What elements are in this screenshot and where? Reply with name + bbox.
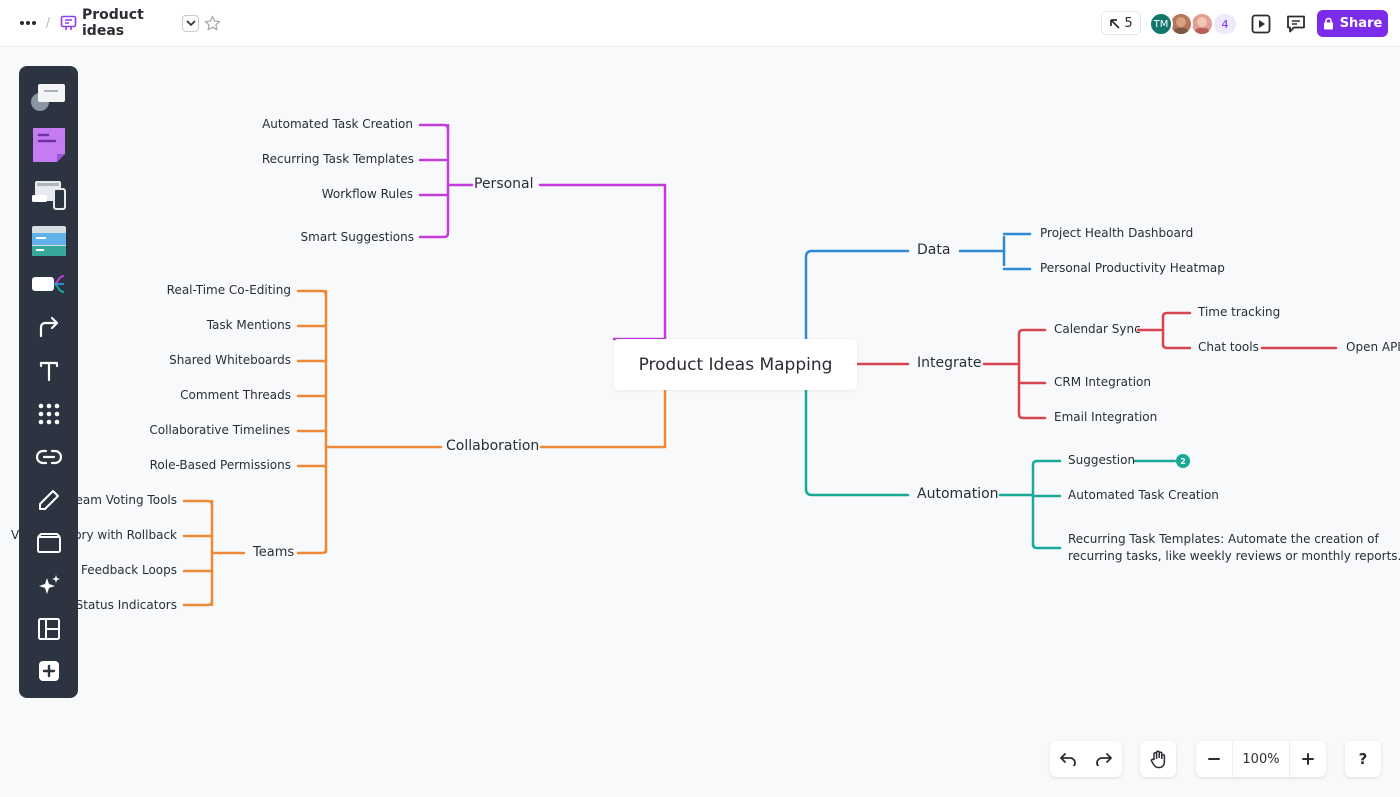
cursor-count-button[interactable]: 5: [1101, 11, 1141, 35]
add-icon[interactable]: [27, 652, 70, 690]
apps-grid-icon[interactable]: [27, 395, 70, 433]
shapes-tool-icon[interactable]: [27, 78, 70, 116]
node-personal-productivity-heatmap[interactable]: Personal Productivity Heatmap: [1040, 261, 1225, 275]
pen-icon[interactable]: [27, 481, 70, 519]
undo-redo-group: [1050, 741, 1122, 777]
page-title[interactable]: Product ideas: [82, 7, 144, 39]
node-status-indicators[interactable]: Status Indicators: [75, 598, 177, 612]
whiteboard-icon: [59, 14, 78, 32]
node-task-mentions[interactable]: Task Mentions: [206, 318, 291, 332]
undo-icon[interactable]: [1050, 741, 1086, 777]
node-workflow-rules[interactable]: Workflow Rules: [321, 187, 413, 201]
mind-map-connectors: [182, 123, 1338, 607]
node-version-history-with-rollback[interactable]: tory with Rollback: [69, 528, 178, 542]
redo-icon[interactable]: [1086, 741, 1122, 777]
zoom-in-icon[interactable]: [1290, 741, 1326, 777]
node-feedback-loops[interactable]: d Feedback Loops: [69, 563, 177, 577]
node-recurring-task-templates[interactable]: Recurring Task Templates: [261, 152, 414, 166]
star-icon[interactable]: [203, 14, 222, 33]
hand-icon: [1140, 741, 1176, 777]
share-button[interactable]: Share: [1317, 10, 1388, 37]
connector-arrow-icon[interactable]: [27, 308, 70, 346]
node-time-tracking[interactable]: Time tracking: [1198, 305, 1281, 319]
mockup-tool-icon[interactable]: [27, 176, 70, 214]
node-calendar-sync[interactable]: Calendar Sync: [1054, 322, 1141, 336]
node-data[interactable]: Data: [917, 242, 951, 258]
node-automation[interactable]: Automation: [917, 486, 999, 502]
node-chat-tools[interactable]: Chat tools: [1198, 340, 1259, 354]
node-collaboration[interactable]: Collaboration: [446, 438, 540, 454]
top-bar: / Product ideas 5 TM 4 Share: [0, 0, 1400, 47]
node-suggestion[interactable]: Suggestion: [1068, 453, 1136, 467]
present-play-icon[interactable]: [1249, 12, 1272, 35]
node-real-time-co-editing[interactable]: Real-Time Co-Editing: [166, 283, 291, 297]
arrow-up-left-icon: [1110, 18, 1120, 29]
ai-sparkle-icon[interactable]: [27, 567, 70, 605]
node-crm-integration[interactable]: CRM Integration: [1054, 375, 1152, 389]
card-tool-icon[interactable]: [27, 222, 70, 260]
breadcrumb-separator: /: [45, 15, 51, 31]
node-recurring-task-templates-line2[interactable]: recurring tasks, like weekly reviews or …: [1068, 549, 1400, 563]
cursor-count: 5: [1124, 15, 1133, 31]
link-icon[interactable]: [27, 438, 70, 476]
help-button[interactable]: ?: [1345, 741, 1381, 777]
share-label: Share: [1339, 16, 1383, 31]
suggestion-count-badge[interactable]: 2: [1176, 454, 1190, 468]
node-team-voting-tools[interactable]: Team Voting Tools: [70, 493, 177, 507]
title-dropdown-button[interactable]: [182, 15, 199, 32]
node-version-history-fragment: V: [11, 528, 20, 542]
node-comment-threads[interactable]: Comment Threads: [180, 388, 291, 402]
node-project-health-dashboard[interactable]: Project Health Dashboard: [1040, 226, 1194, 240]
frame-icon[interactable]: [27, 524, 70, 562]
chevron-down-icon: [185, 20, 196, 27]
node-smart-suggestions[interactable]: Smart Suggestions: [300, 230, 414, 244]
root-node[interactable]: Product Ideas Mapping: [614, 339, 857, 390]
node-collaborative-timelines[interactable]: Collaborative Timelines: [149, 423, 290, 437]
node-integrate[interactable]: Integrate: [917, 355, 982, 371]
avatar-more-count[interactable]: 4: [1212, 12, 1238, 36]
node-teams[interactable]: Teams: [253, 545, 295, 560]
whiteboard-canvas[interactable]: Product Ideas Mapping Personal Automated…: [0, 47, 1400, 797]
node-shared-whiteboards[interactable]: Shared Whiteboards: [169, 353, 291, 367]
left-toolbar: [19, 66, 78, 698]
sticky-note-tool-icon[interactable]: [27, 126, 70, 164]
zoom-level[interactable]: 100%: [1232, 741, 1290, 777]
node-personal[interactable]: Personal: [474, 176, 534, 192]
avatar[interactable]: [1190, 12, 1214, 36]
zoom-out-icon[interactable]: [1196, 741, 1232, 777]
node-email-integration[interactable]: Email Integration: [1054, 410, 1158, 424]
text-tool-icon[interactable]: [27, 352, 70, 390]
node-automated-task-creation-2[interactable]: Automated Task Creation: [1068, 488, 1219, 502]
comments-icon[interactable]: [1284, 12, 1307, 35]
mind-map-tool-icon[interactable]: [27, 265, 70, 303]
template-layout-icon[interactable]: [27, 610, 70, 648]
node-automated-task-creation[interactable]: Automated Task Creation: [262, 117, 413, 131]
node-open-api[interactable]: Open API: [1346, 340, 1400, 354]
zoom-controls: 100%: [1196, 741, 1326, 777]
hand-tool-button[interactable]: [1140, 741, 1176, 777]
node-role-based-permissions[interactable]: Role-Based Permissions: [149, 458, 291, 472]
lock-icon: [1323, 17, 1333, 30]
avatar-tm[interactable]: TM: [1149, 12, 1173, 36]
node-recurring-task-templates-line1[interactable]: Recurring Task Templates: Automate the c…: [1068, 532, 1379, 546]
more-menu-icon[interactable]: [16, 12, 40, 34]
